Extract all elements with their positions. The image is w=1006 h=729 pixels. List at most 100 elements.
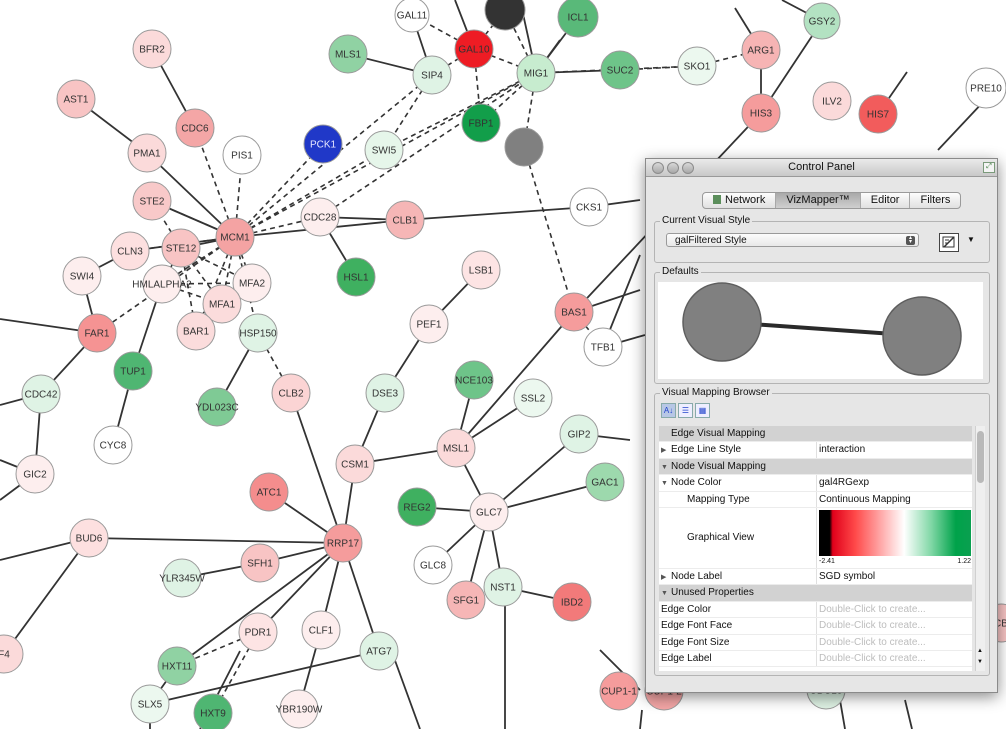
network-node[interactable]: CLB1 (385, 200, 425, 240)
network-node[interactable]: SKO1 (677, 46, 717, 86)
network-node[interactable]: BAS1 (554, 292, 594, 332)
network-node[interactable]: STE2 (132, 181, 172, 221)
mapping-row-value[interactable] (816, 426, 818, 441)
network-edge[interactable] (904, 699, 913, 729)
node-circle[interactable] (741, 30, 781, 70)
network-node[interactable]: CLF1 (301, 610, 341, 650)
network-edge[interactable] (257, 542, 344, 633)
node-circle[interactable] (271, 373, 311, 413)
network-node[interactable]: MFA1 (202, 284, 242, 324)
node-circle[interactable] (812, 81, 852, 121)
network-node[interactable]: MCM1 (215, 217, 255, 257)
node-circle[interactable] (364, 130, 404, 170)
node-circle[interactable] (215, 217, 255, 257)
node-circle[interactable] (157, 646, 197, 686)
node-circle[interactable] (238, 612, 278, 652)
mapping-row-value[interactable]: Double-Click to create... (816, 618, 926, 634)
network-edge[interactable] (937, 99, 986, 151)
network-node[interactable]: SLX5 (130, 684, 170, 724)
node-circle[interactable] (110, 231, 150, 271)
network-edge[interactable] (404, 206, 590, 221)
network-node[interactable]: TFB1 (583, 327, 623, 367)
node-circle[interactable] (454, 29, 494, 69)
defaults-preview[interactable] (658, 282, 983, 379)
node-circle[interactable] (557, 0, 599, 38)
network-edge[interactable] (488, 481, 606, 513)
node-circle[interactable] (599, 671, 639, 711)
node-circle[interactable] (300, 197, 340, 237)
network-node[interactable]: BFR2 (132, 29, 172, 69)
node-circle[interactable] (461, 250, 501, 290)
minimize-window-icon[interactable] (667, 162, 679, 174)
mapping-row-value[interactable]: Double-Click to create... (816, 650, 926, 667)
zoom-window-icon[interactable] (682, 162, 694, 174)
network-node[interactable] (504, 127, 544, 167)
network-node[interactable]: CDC42 (21, 374, 61, 414)
group-categories-icon[interactable]: ☰ (678, 403, 693, 418)
network-node[interactable] (484, 0, 526, 31)
node-circle[interactable] (585, 462, 625, 502)
network-edge[interactable] (488, 433, 580, 513)
network-node[interactable]: CYC8 (93, 425, 133, 465)
node-circle[interactable] (238, 313, 278, 353)
vmb-scrollbar[interactable]: ▲ ▼ (975, 426, 985, 671)
network-node[interactable]: HSL1 (336, 257, 376, 297)
network-node[interactable]: PRE10 (965, 67, 1006, 109)
color-gradient[interactable] (819, 509, 971, 556)
control-panel-titlebar[interactable]: Control Panel ⤢ (646, 159, 997, 177)
network-node[interactable]: CLN3 (110, 231, 150, 271)
node-circle[interactable] (132, 29, 172, 69)
node-circle[interactable] (328, 34, 368, 74)
network-edge[interactable] (3, 537, 90, 655)
network-node[interactable]: MFA2 (232, 263, 272, 303)
node-circle[interactable] (336, 257, 376, 297)
network-node[interactable]: SUC2 (600, 50, 640, 90)
network-edge[interactable] (212, 631, 259, 714)
network-node[interactable]: GAC1 (585, 462, 625, 502)
mapping-row[interactable]: ▼Node Visual Mapping (659, 458, 972, 476)
node-circle[interactable] (193, 693, 233, 729)
mapping-row-value[interactable]: Double-Click to create... (816, 634, 926, 650)
node-circle[interactable] (513, 378, 553, 418)
network-node[interactable]: SFH1 (240, 543, 280, 583)
style-menu-arrow-icon[interactable]: ▼ (967, 235, 975, 244)
network-node[interactable]: GIP2 (559, 414, 599, 454)
node-circle[interactable] (335, 444, 375, 484)
node-circle[interactable] (93, 425, 133, 465)
network-node[interactable]: BAR1 (176, 311, 216, 351)
node-circle[interactable] (413, 545, 453, 585)
tab-editor[interactable]: Editor (861, 193, 911, 208)
node-circle[interactable] (0, 634, 24, 674)
node-circle[interactable] (202, 284, 242, 324)
network-node[interactable]: NCE103 (454, 360, 494, 400)
network-node[interactable]: ATC1 (249, 472, 289, 512)
network-edge[interactable] (176, 542, 344, 667)
table-view-icon[interactable]: ▦ (695, 403, 710, 418)
network-edge[interactable] (319, 72, 537, 218)
network-node[interactable]: YBR190W (276, 689, 323, 729)
node-circle[interactable] (552, 582, 592, 622)
mapping-row-value[interactable]: Continuous Mapping (816, 491, 911, 507)
node-circle[interactable] (461, 103, 501, 143)
node-circle[interactable] (323, 523, 363, 563)
network-edge[interactable] (639, 709, 643, 729)
network-node[interactable]: NST1 (483, 567, 523, 607)
node-circle[interactable] (359, 631, 399, 671)
network-node[interactable]: CDC6 (175, 108, 215, 148)
network-node[interactable]: GIC2 (15, 454, 55, 494)
node-circle[interactable] (21, 374, 61, 414)
network-node[interactable]: HXT11 (157, 646, 197, 686)
network-node[interactable]: SSL2 (513, 378, 553, 418)
network-edge[interactable] (234, 143, 324, 238)
network-node[interactable]: HIS3 (741, 93, 781, 133)
node-circle[interactable] (69, 518, 109, 558)
node-circle[interactable] (279, 689, 319, 729)
visual-style-select[interactable]: galFiltered Style ▴▾ (666, 233, 919, 247)
network-node[interactable]: ICL1 (557, 0, 599, 38)
collapse-arrow-icon[interactable]: ▼ (661, 590, 668, 598)
network-node[interactable]: STE12 (161, 228, 201, 268)
